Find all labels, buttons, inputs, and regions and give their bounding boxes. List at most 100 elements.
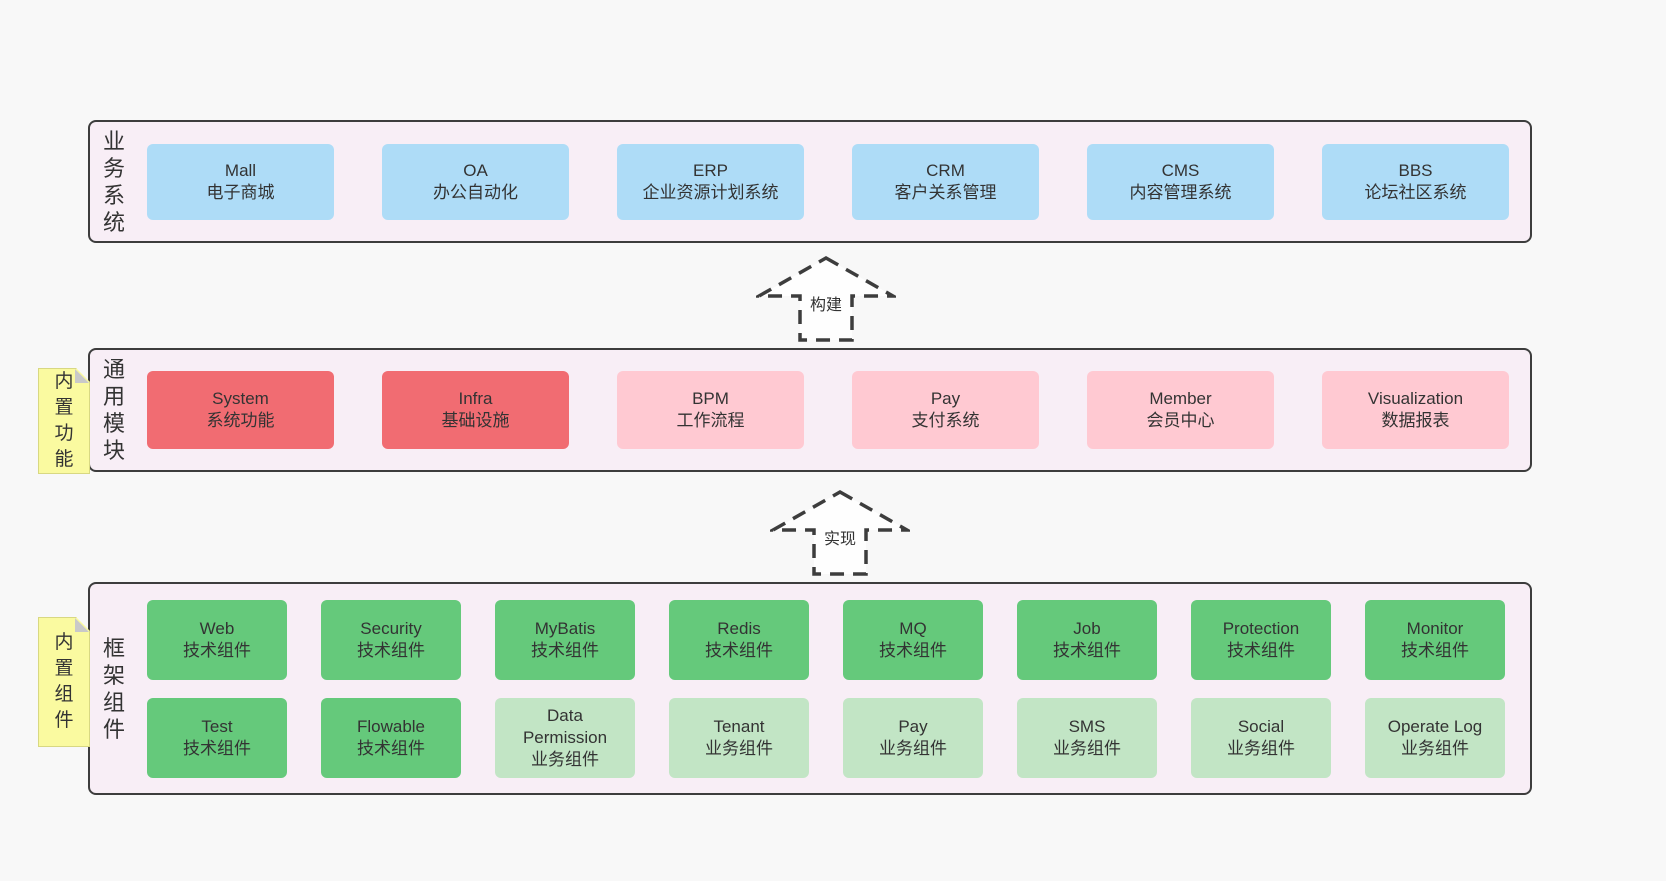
box-subtitle: 技术组件 bbox=[1053, 640, 1121, 660]
box-subtitle: 技术组件 bbox=[183, 640, 251, 660]
box-title: CMS bbox=[1161, 160, 1200, 180]
box-subtitle: 支付系统 bbox=[911, 411, 980, 430]
box-subtitle: 论坛社区系统 bbox=[1364, 182, 1467, 202]
vertical-label-char: 组 bbox=[54, 684, 74, 705]
box-title: Pay bbox=[898, 716, 928, 736]
vertical-label-char: 业 bbox=[103, 128, 126, 154]
vertical-label-char: 统 bbox=[103, 209, 126, 235]
box-subtitle: 工作流程 bbox=[676, 411, 745, 430]
box-subtitle: 数据报表 bbox=[1381, 411, 1450, 430]
box-title: BBS bbox=[1398, 160, 1433, 180]
vertical-label-char: 模 bbox=[103, 411, 126, 436]
box-subtitle: 技术组件 bbox=[879, 640, 947, 660]
vertical-label-char: 内 bbox=[54, 371, 74, 392]
vertical-label-char: 件 bbox=[54, 710, 74, 731]
box-subtitle: 技术组件 bbox=[183, 738, 251, 758]
vertical-label-char: 用 bbox=[103, 384, 126, 409]
box-visualization: Visualization 数据报表 bbox=[1322, 371, 1509, 449]
vertical-label-char: 务 bbox=[103, 155, 126, 181]
box-title: Redis bbox=[717, 618, 761, 638]
vertical-label-char: 件 bbox=[103, 716, 126, 742]
box-title: Pay bbox=[930, 389, 961, 408]
box-subtitle: 内容管理系统 bbox=[1129, 182, 1232, 202]
box-title: BPM bbox=[692, 389, 729, 408]
box-title: Web bbox=[199, 618, 235, 638]
box-subtitle: 技术组件 bbox=[1227, 640, 1295, 660]
box-title: Test bbox=[201, 716, 233, 736]
box-title: Monitor bbox=[1406, 618, 1464, 638]
box-title: MQ bbox=[899, 618, 927, 638]
arrow-implement-label: 实现 bbox=[821, 525, 859, 549]
box-title: SMS bbox=[1068, 716, 1106, 736]
sticky-note-built-in-features: 内置功能 bbox=[38, 368, 90, 474]
box-title: Tenant bbox=[713, 716, 765, 736]
box-subtitle: 企业资源计划系统 bbox=[642, 182, 779, 202]
box-title: CRM bbox=[926, 160, 965, 180]
box-subtitle: 办公自动化 bbox=[433, 182, 518, 202]
box-title: Job bbox=[1073, 618, 1101, 638]
vertical-label-char: 块 bbox=[103, 438, 126, 463]
layer-label-modules: 通用模块 bbox=[103, 356, 125, 464]
box-member: Member 会员中心 bbox=[1087, 371, 1274, 449]
box-subtitle: 业务组件 bbox=[531, 749, 599, 769]
box-title: Security bbox=[360, 618, 422, 638]
arrow-build: 构建 bbox=[756, 255, 896, 343]
box-subtitle: 技术组件 bbox=[1401, 640, 1469, 660]
box-subtitle: 系统功能 bbox=[206, 411, 275, 430]
vertical-label-char: 组 bbox=[103, 689, 126, 715]
box-title: Social bbox=[1237, 716, 1285, 736]
arrow-implement: 实现 bbox=[770, 489, 910, 577]
box-subtitle: 会员中心 bbox=[1146, 411, 1215, 430]
layer-label-components: 框架组件 bbox=[103, 635, 125, 743]
box-title: Visualization bbox=[1367, 389, 1464, 408]
box-title: Protection bbox=[1222, 618, 1300, 638]
box-subtitle: 技术组件 bbox=[357, 738, 425, 758]
box-title: Data Permission bbox=[522, 705, 608, 747]
layer-label-business: 业务系统 bbox=[103, 128, 125, 236]
box-subtitle: 业务组件 bbox=[705, 738, 773, 758]
box-title: MyBatis bbox=[534, 618, 596, 638]
box-title: OA bbox=[463, 160, 488, 180]
vertical-label-char: 通 bbox=[103, 357, 126, 382]
box-subtitle: 客户关系管理 bbox=[894, 182, 997, 202]
box-title: Flowable bbox=[356, 716, 426, 736]
vertical-label-char: 置 bbox=[54, 658, 74, 679]
box-subtitle: 业务组件 bbox=[1053, 738, 1121, 758]
box-bpm: BPM 工作流程 bbox=[617, 371, 804, 449]
sticky-note-built-in-components: 内置组件 bbox=[38, 617, 90, 747]
box-infra: Infra 基础设施 bbox=[382, 371, 569, 449]
box-pay: Pay 支付系统 bbox=[852, 371, 1039, 449]
box-subtitle: 技术组件 bbox=[705, 640, 773, 660]
box-subtitle: 基础设施 bbox=[441, 411, 510, 430]
box-title: Infra bbox=[458, 389, 493, 408]
box-subtitle: 电子商城 bbox=[206, 182, 275, 202]
vertical-label-char: 功 bbox=[54, 423, 74, 444]
box-subtitle: 技术组件 bbox=[531, 640, 599, 660]
box-title: Member bbox=[1149, 389, 1212, 408]
box-title: Operate Log bbox=[1387, 716, 1483, 736]
